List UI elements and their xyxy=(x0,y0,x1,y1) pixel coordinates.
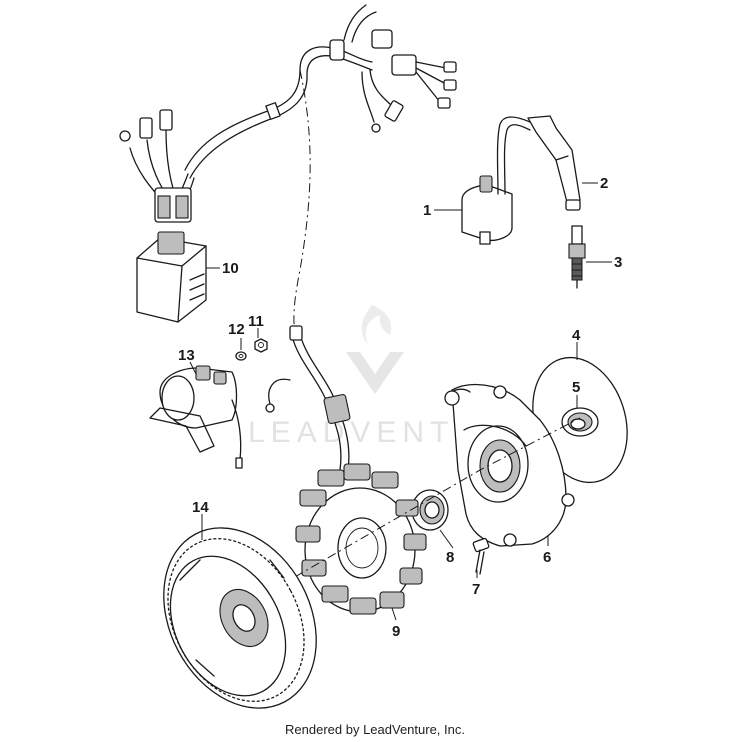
callout-6: 6 xyxy=(543,549,551,566)
washer xyxy=(235,351,247,361)
flywheel xyxy=(163,527,317,709)
callout-7: 7 xyxy=(472,581,480,598)
oil-seal-5 xyxy=(561,407,599,437)
nut xyxy=(254,338,268,353)
callout-4: 4 xyxy=(572,327,581,344)
callout-labels: 1 2 3 4 5 6 7 8 9 10 11 12 13 14 xyxy=(178,175,622,640)
callout-1: 1 xyxy=(423,202,431,219)
callout-11: 11 xyxy=(248,313,264,330)
callout-3: 3 xyxy=(614,254,622,271)
render-credit: Rendered by LeadVenture, Inc. xyxy=(285,722,465,737)
callout-13: 13 xyxy=(178,347,195,364)
oil-seal-8 xyxy=(411,489,449,531)
spark-plug xyxy=(568,225,586,289)
callout-9: 9 xyxy=(392,623,400,640)
callout-10: 10 xyxy=(222,260,239,277)
callout-14: 14 xyxy=(192,499,209,516)
callout-2: 2 xyxy=(600,175,608,192)
assembly-axis xyxy=(261,417,581,597)
stator-housing xyxy=(444,383,575,547)
stator-wire-route xyxy=(293,69,311,341)
spark-plug-cap xyxy=(527,115,581,211)
starter-solenoid xyxy=(149,365,243,469)
callout-8: 8 xyxy=(446,549,454,566)
bolt xyxy=(472,537,490,575)
stator xyxy=(265,325,427,615)
callout-12: 12 xyxy=(228,321,245,338)
callout-5: 5 xyxy=(572,379,580,396)
leader-lines xyxy=(189,182,612,621)
wiring-harness xyxy=(119,4,457,223)
voltage-regulator xyxy=(136,231,207,323)
ignition-coil xyxy=(461,116,531,245)
